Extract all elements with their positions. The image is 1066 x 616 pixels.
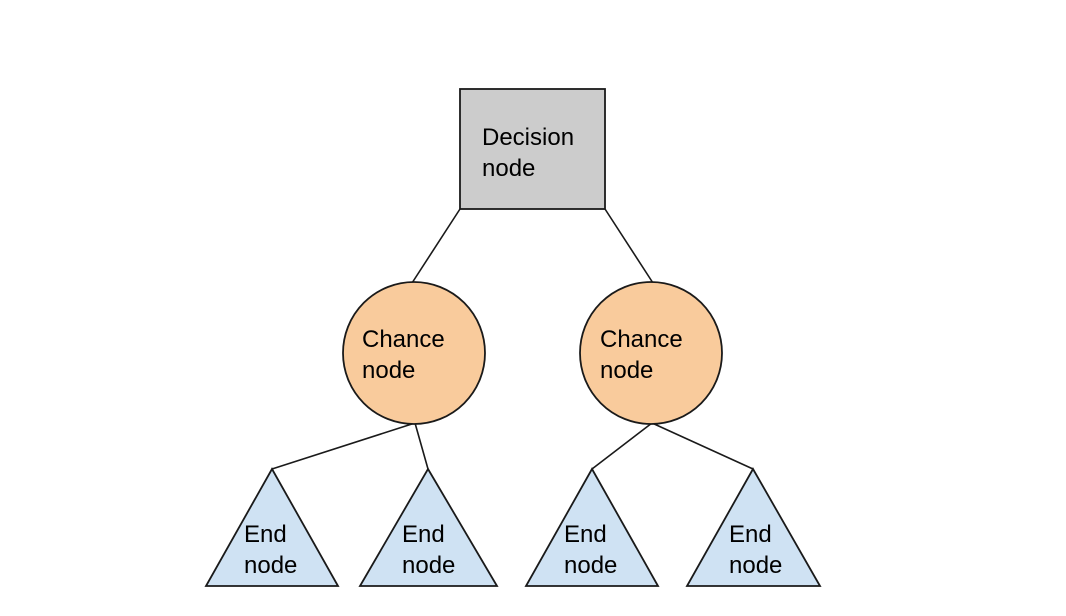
end-node-4-triangle[interactable] (685, 467, 822, 587)
chance-node-left-circle[interactable] (342, 281, 486, 425)
chance-node-right-label-line1: Chance (600, 326, 683, 353)
chance-node-left[interactable]: Chance node (342, 281, 486, 425)
chance-node-left-label-line2: node (362, 357, 415, 384)
edge-chance-right-to-end-4 (651, 422, 754, 470)
end-node-2-label-line1: End (402, 521, 445, 548)
end-node-3-label-line1: End (564, 521, 607, 548)
end-node-4-label-line1: End (729, 521, 772, 548)
end-node-4-label-line2: node (729, 552, 782, 579)
edge-group (271, 208, 754, 470)
end-node-1-triangle[interactable] (204, 467, 340, 587)
decision-node[interactable]: Decision node (459, 88, 606, 210)
end-node-1-label-line2: node (244, 552, 297, 579)
end-node-3-triangle[interactable] (524, 467, 660, 587)
end-node-3-label-line2: node (564, 552, 617, 579)
decision-node-label-line1: Decision (482, 124, 574, 151)
chance-node-left-label-line1: Chance (362, 326, 445, 353)
edge-chance-left-to-end-1 (271, 422, 416, 470)
edge-decision-to-chance-left (411, 208, 461, 284)
edge-chance-left-to-end-2 (414, 422, 429, 470)
edge-chance-right-to-end-3 (591, 422, 653, 470)
chance-node-right[interactable]: Chance node (579, 281, 723, 425)
edge-decision-to-chance-right (604, 208, 654, 284)
end-node-3[interactable]: End node (524, 467, 660, 587)
chance-node-right-circle[interactable] (579, 281, 723, 425)
decision-node-rect[interactable] (459, 88, 606, 210)
end-node-1-label-line1: End (244, 521, 287, 548)
end-node-1[interactable]: End node (204, 467, 340, 587)
end-node-2-triangle[interactable] (358, 467, 499, 587)
end-node-2-label-line2: node (402, 552, 455, 579)
end-node-2[interactable]: End node (358, 467, 499, 587)
decision-node-label-line2: node (482, 155, 535, 182)
chance-node-right-label-line2: node (600, 357, 653, 384)
end-node-4[interactable]: End node (685, 467, 822, 587)
